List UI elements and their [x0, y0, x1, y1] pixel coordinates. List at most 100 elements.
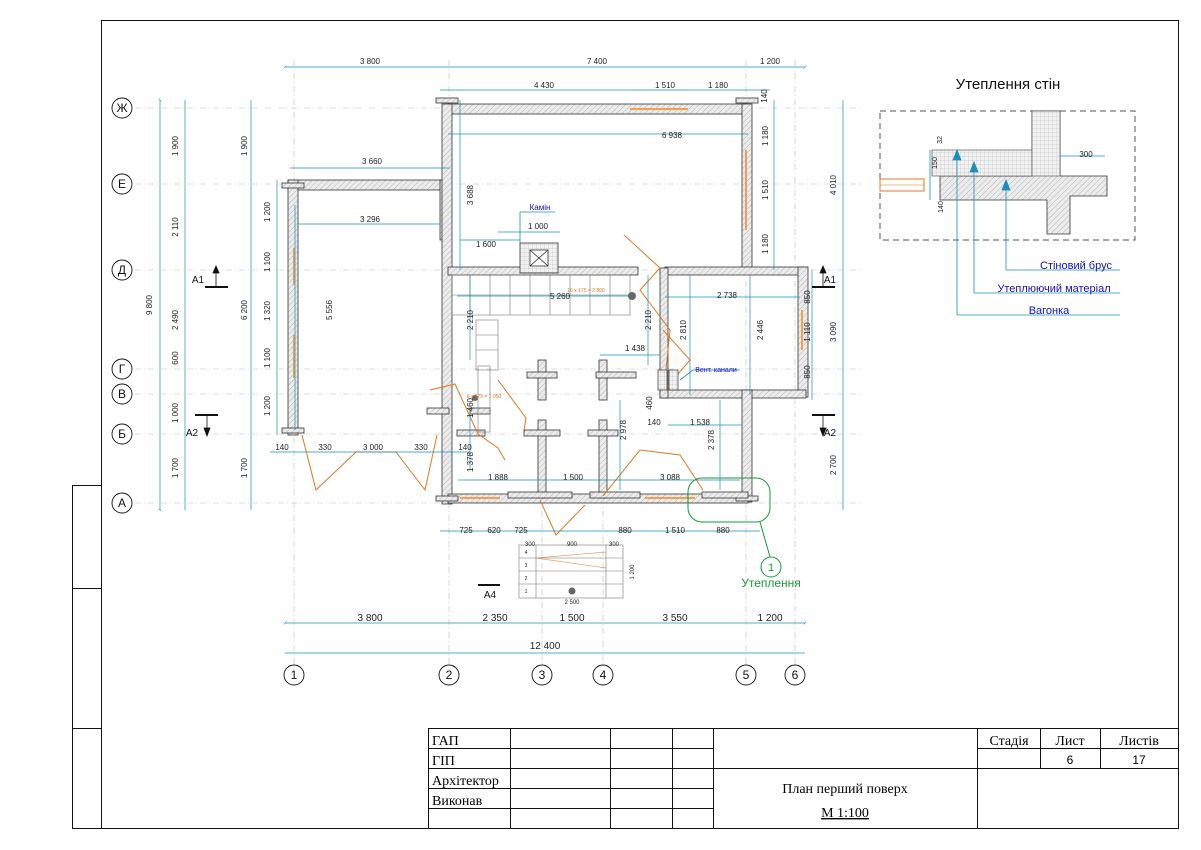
callout-label: Утеплення [741, 576, 801, 590]
dimension-label: 1 700 [240, 457, 249, 478]
dimension-label: 300 [609, 542, 620, 548]
dimension-label: 150 [932, 157, 939, 169]
dimension-label: 2 378 [707, 429, 716, 450]
dimension-label: 2 446 [756, 319, 765, 340]
detail-label-beam: Стіновий брус [1040, 260, 1112, 272]
dimension-label: 3 000 [363, 443, 384, 452]
sheets-total: 17 [1132, 753, 1146, 767]
section-arrows [203, 264, 827, 438]
dimension-label: 1 600 [476, 240, 497, 249]
dimension-label: 2 [525, 576, 528, 582]
dimension-label: 140 [647, 418, 661, 427]
sheet-number: 6 [1067, 753, 1074, 767]
dimension-label: 880 [716, 526, 730, 535]
callout-number: 1 [768, 562, 774, 574]
dimension-label: 1 460 [466, 397, 475, 418]
dimension-label: 140 [938, 201, 945, 213]
axis-letter: Б [118, 427, 126, 441]
dimension-label: 140 [760, 89, 769, 103]
dimension-label: 330 [414, 443, 428, 452]
dimension-label: 1 180 [708, 81, 729, 90]
walls [281, 97, 809, 505]
porch-stair [518, 544, 624, 599]
section-label: А1 [824, 275, 837, 286]
axis-letter: Ж [116, 101, 127, 115]
axis-letter: А [118, 496, 126, 510]
section-label: А2 [186, 428, 199, 439]
dimension-label: 1 100 [263, 347, 272, 368]
axis-letter: Д [118, 263, 126, 277]
section-markers [195, 286, 835, 586]
axis-letter: В [118, 387, 126, 401]
dimension-label: 2 490 [171, 309, 180, 330]
axis-bubbles [111, 97, 806, 686]
dimension-label: 4 [525, 550, 528, 556]
section-label: А2 [824, 428, 837, 439]
dimension-label: 3 800 [357, 613, 382, 624]
dimension-label: 140 [275, 443, 289, 452]
role-executor: Виконав [432, 794, 483, 809]
fireplace-label: Камін [530, 203, 551, 212]
dimension-label: 1 000 [528, 222, 549, 231]
axis-number: 2 [446, 668, 453, 682]
dimension-label: 3 660 [362, 157, 383, 166]
dimension-label: 1 510 [761, 179, 770, 200]
axis-number: 5 [743, 668, 750, 682]
detail-label-cladding: Вагонка [1029, 305, 1070, 317]
annotation-arrows [519, 211, 740, 381]
dimension-label: 6 938 [662, 131, 683, 140]
dimension-label: 2 110 [171, 217, 180, 237]
dimension-label: 1 438 [625, 344, 646, 353]
dimension-label: 3 296 [360, 215, 381, 224]
dimension-label: 1 320 [263, 300, 272, 321]
dimension-label: 4 010 [829, 174, 838, 195]
dimension-label: 2 210 [644, 309, 653, 330]
dimension-label: 1 200 [760, 57, 781, 66]
dimension-label: 140 [458, 443, 472, 452]
detail-title: Утеплення стін [956, 76, 1061, 93]
dimension-label: 1 538 [690, 418, 711, 427]
dimension-label: 5 556 [325, 299, 334, 320]
dimension-label: 2 350 [482, 613, 507, 624]
title-block: ГАП ГІП Архітектор Виконав Стадія Лист Л… [428, 728, 1179, 829]
dimension-label: 6 200 [240, 299, 249, 320]
dimension-label: 3 [525, 563, 528, 569]
dimension-label: 3 800 [360, 57, 381, 66]
detail-label-insulation: Утеплюючий матеріал [997, 283, 1110, 295]
dimension-label: 3 550 [662, 613, 687, 624]
dimension-label: 300 [525, 542, 536, 548]
dimension-label: 2 810 [679, 319, 688, 340]
stair-note: 16 х 175 = 2 800 [567, 288, 605, 294]
dimension-label: 7 400 [587, 57, 608, 66]
dimension-label: 725 [514, 526, 528, 535]
dimension-label: 5 260 [550, 292, 571, 301]
dimension-label: 9 800 [145, 294, 154, 315]
dimension-label: 2 978 [619, 419, 628, 440]
dimension-label: 1 510 [655, 81, 676, 90]
axis-grid-lines [135, 60, 860, 670]
dimension-label: 2 500 [564, 600, 580, 606]
dimension-label: 1 900 [171, 135, 180, 156]
axis-letter: Е [118, 177, 126, 191]
dimension-label: 12 400 [530, 641, 561, 652]
dimension-label: 620 [487, 526, 501, 535]
dimension-label: 2 210 [466, 309, 475, 330]
dimension-label: 1 180 [761, 233, 770, 254]
stair-note: 6 х 175 = 1 050 [467, 394, 502, 400]
dimension-label: 3 688 [466, 184, 475, 205]
sheet-header: Лист [1055, 734, 1084, 749]
axis-number: 6 [792, 668, 799, 682]
dimension-label: 2 700 [829, 454, 838, 475]
callout-shape [687, 477, 782, 578]
dimension-label: 330 [318, 443, 332, 452]
axis-letter: Г [119, 362, 126, 376]
axis-number: 4 [600, 668, 607, 682]
fireplace [519, 242, 559, 274]
dimension-lines [158, 65, 844, 654]
dimension-label: 900 [567, 542, 578, 548]
axis-number: 3 [539, 668, 546, 682]
dimension-label: 725 [459, 526, 473, 535]
dimension-label: 1 510 [665, 526, 686, 535]
stage-header: Стадія [989, 734, 1029, 749]
